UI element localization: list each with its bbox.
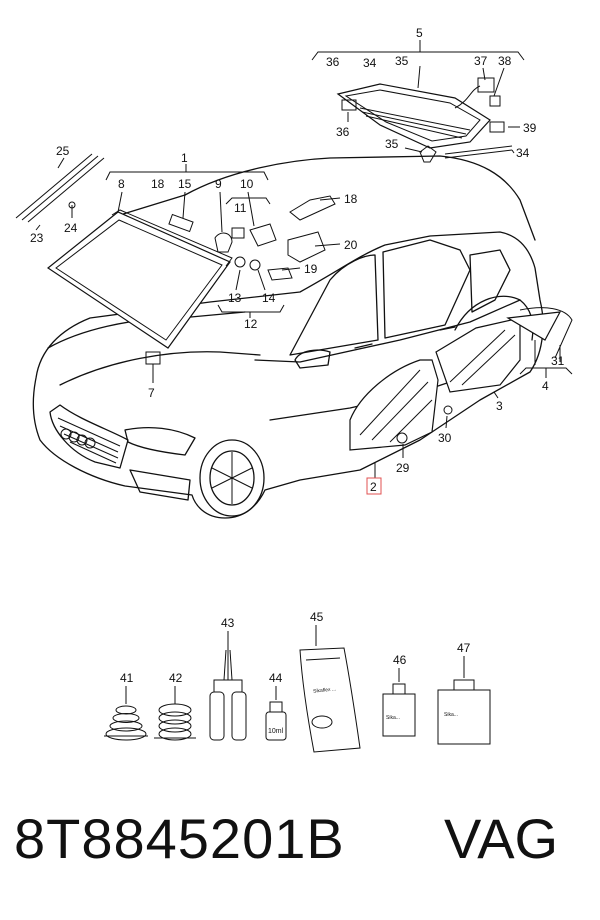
callout-5: 5 bbox=[416, 26, 423, 40]
callout-11: 11 bbox=[234, 201, 247, 215]
callout-1: 1 bbox=[181, 151, 188, 165]
product-43-cartridge[interactable] bbox=[209, 640, 247, 741]
callout-25: 25 bbox=[56, 144, 70, 158]
front-door-glass[interactable] bbox=[349, 359, 439, 451]
callout-35a: 35 bbox=[395, 54, 409, 68]
car-body-illustration bbox=[32, 155, 544, 519]
callout-46: 46 bbox=[393, 653, 407, 667]
callout-42: 42 bbox=[169, 671, 183, 685]
front-wheel bbox=[199, 439, 265, 517]
callout-47: 47 bbox=[457, 641, 471, 655]
callout-20: 20 bbox=[344, 238, 358, 252]
callout-44: 44 bbox=[269, 671, 283, 685]
product-47-box[interactable]: Sika... bbox=[437, 679, 491, 745]
callout-30: 30 bbox=[438, 431, 452, 445]
quarter-glass[interactable] bbox=[506, 307, 573, 359]
callout-19: 19 bbox=[304, 262, 318, 276]
callout-34a: 34 bbox=[363, 56, 377, 70]
rear-door-glass[interactable] bbox=[435, 317, 521, 415]
callout-24: 24 bbox=[64, 221, 78, 235]
callout-29: 29 bbox=[396, 461, 410, 475]
callout-2-highlight bbox=[366, 477, 382, 495]
callout-labels: 1 8 18 15 9 10 11 12 13 14 18 19 20 25 2… bbox=[30, 26, 565, 495]
callout-8: 8 bbox=[118, 177, 125, 191]
product-44-bottle[interactable]: 10ml bbox=[265, 701, 287, 741]
callout-45: 45 bbox=[310, 610, 324, 624]
callout-2: 2 bbox=[370, 480, 377, 494]
grille-lines bbox=[57, 417, 121, 464]
small-clip-parts[interactable] bbox=[68, 195, 336, 365]
rear-window[interactable] bbox=[336, 77, 513, 163]
product-46-bottle[interactable]: Sika... bbox=[382, 683, 416, 737]
callout-36b: 36 bbox=[336, 125, 350, 139]
bottle-46-label: Sika... bbox=[386, 715, 400, 721]
callout-35b: 35 bbox=[385, 137, 399, 151]
callout-31: 31 bbox=[551, 354, 565, 368]
callout-18a: 18 bbox=[151, 177, 165, 191]
callout-18b: 18 bbox=[344, 192, 358, 206]
callout-36a: 36 bbox=[326, 55, 340, 69]
callout-37: 37 bbox=[474, 54, 488, 68]
callout-9: 9 bbox=[215, 177, 222, 191]
product-41-coil[interactable] bbox=[104, 705, 148, 741]
callout-15: 15 bbox=[178, 177, 192, 191]
logo-rings-icon bbox=[60, 428, 96, 449]
callout-7: 7 bbox=[148, 386, 155, 400]
bottle-44-label: 10ml bbox=[268, 728, 284, 735]
callout-38: 38 bbox=[498, 54, 512, 68]
callout-4: 4 bbox=[542, 379, 549, 393]
product-45-bag[interactable]: Sikaflex ... bbox=[299, 647, 361, 753]
callout-43: 43 bbox=[221, 616, 235, 630]
bottle-47-label: Sika... bbox=[444, 712, 458, 718]
callout-23: 23 bbox=[30, 231, 44, 245]
product-42-cord[interactable] bbox=[154, 703, 196, 741]
brand-title: VAG bbox=[444, 807, 559, 870]
callout-14: 14 bbox=[262, 291, 276, 305]
callout-3: 3 bbox=[496, 399, 503, 413]
leader-lines bbox=[35, 40, 573, 478]
a-pillar-trim[interactable] bbox=[15, 153, 105, 223]
accessory-products: 10ml Sikaflex ... Sika... Sika... 41 42 … bbox=[104, 610, 491, 753]
callout-39: 39 bbox=[523, 121, 537, 135]
bag-45-label: Sikaflex ... bbox=[313, 686, 337, 694]
callout-10: 10 bbox=[240, 177, 254, 191]
callout-41: 41 bbox=[120, 671, 134, 685]
callout-34b: 34 bbox=[516, 146, 530, 160]
callout-12: 12 bbox=[244, 317, 258, 331]
windshield[interactable] bbox=[46, 209, 233, 349]
callout-13: 13 bbox=[228, 291, 242, 305]
part-number-title: 8T8845201B bbox=[14, 807, 345, 870]
